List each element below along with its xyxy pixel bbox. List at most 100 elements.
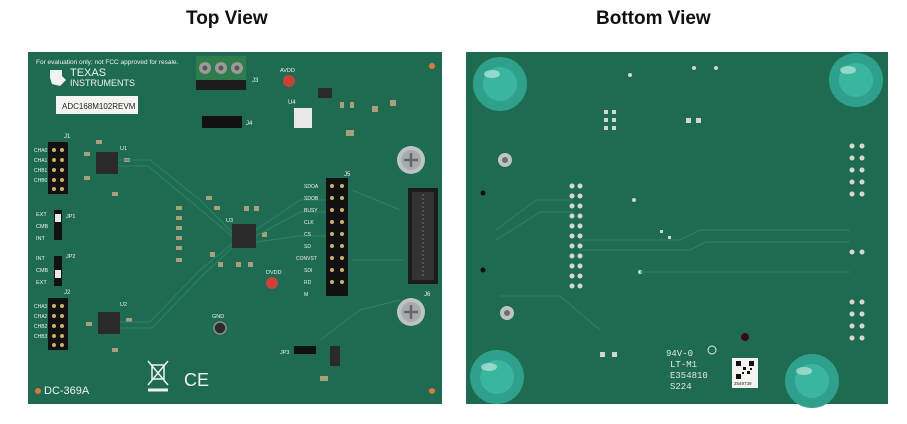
smd-part — [96, 140, 102, 144]
through-hole-pads — [569, 183, 583, 289]
fab-line-2: LT-M1 — [670, 360, 697, 370]
signal-label: SDOA — [304, 184, 319, 190]
label-sticker-text: ADC168M102REVM — [62, 102, 136, 111]
bottom-board: 94V-0 LT-M1 E354810 S224 2549739 — [466, 52, 888, 408]
avdd-label: AVDD — [280, 68, 295, 74]
chip-small — [318, 88, 332, 98]
smd-part — [390, 100, 396, 106]
mounting-hole-icon — [429, 63, 435, 69]
disclaimer-text: For evaluation only; not FCC approved fo… — [36, 59, 179, 66]
input-label: CHB3 — [34, 334, 48, 340]
u1-label: U1 — [120, 146, 127, 152]
input-label: CHA0 — [34, 148, 48, 154]
mounting-hole-icon — [35, 388, 41, 394]
jp3-label: JP3 — [280, 350, 289, 356]
j3-label: J3 — [252, 78, 259, 84]
gnd-label: GND — [212, 314, 224, 320]
signal-label: CS — [304, 232, 312, 238]
jp2-int-label: INT — [36, 256, 46, 262]
input-label: CHB1 — [34, 168, 48, 174]
via-icon — [741, 333, 749, 341]
smd-part — [320, 376, 328, 381]
gnd-testpoint-icon — [213, 321, 227, 335]
ti-logo-icon — [50, 70, 66, 86]
top-view-title: Top View — [186, 8, 268, 29]
standoff-icon — [473, 57, 527, 111]
fab-line-1: 94V-0 — [666, 349, 693, 359]
input-label: CHA3 — [34, 304, 48, 310]
chip-u3 — [232, 224, 256, 248]
jumper-jp1 — [54, 210, 62, 240]
j5-label: J5 — [344, 172, 351, 178]
hole-icon — [502, 157, 508, 163]
signal-label: CONVST — [296, 256, 317, 262]
header-j1 — [48, 142, 68, 194]
smd-part — [84, 176, 90, 180]
smd-part — [346, 130, 354, 136]
ce-mark: CE — [184, 370, 209, 390]
signal-label: SD — [304, 244, 311, 250]
via-icon — [480, 190, 486, 196]
screw-icon — [397, 146, 425, 174]
regulator-u4 — [294, 108, 312, 128]
bottom-board-pcb — [466, 52, 888, 404]
input-label: CHB0 — [34, 178, 48, 184]
input-label: CHB2 — [34, 324, 48, 330]
header-j2 — [48, 298, 68, 350]
smd-part — [86, 322, 92, 326]
jp1-cmb-label: CMB — [36, 224, 49, 230]
jp2-ext-label: EXT — [36, 280, 47, 286]
smd-part — [84, 152, 90, 156]
smd-part — [372, 106, 378, 112]
bottom-view-title: Bottom View — [596, 8, 711, 29]
jp1-ext-label: EXT — [36, 212, 47, 218]
connector-j6 — [408, 188, 438, 284]
copper-traces — [118, 159, 404, 341]
j4-label: J4 — [246, 121, 253, 127]
jumper-cap — [55, 270, 61, 278]
input-label: CHA1 — [34, 158, 48, 164]
hole-icon — [504, 310, 510, 316]
fab-line-3: E354810 — [670, 371, 708, 381]
jp1-label: JP1 — [66, 214, 75, 220]
terminal-block-j3 — [196, 56, 246, 90]
brand-line-2: INSTRUMENTS — [70, 78, 135, 88]
screw-icon — [397, 298, 425, 326]
standoff-icon — [829, 53, 883, 107]
smd-part — [340, 102, 344, 108]
avdd-testpoint-icon — [283, 75, 295, 87]
header-j4 — [202, 116, 242, 128]
u4-label: U4 — [288, 100, 296, 106]
u2-label: U2 — [120, 302, 127, 308]
j6-label: J6 — [424, 292, 431, 298]
jp2-label: JP2 — [66, 254, 75, 260]
center-passives — [176, 196, 267, 267]
top-board: For evaluation only; not FCC approved fo… — [28, 52, 442, 404]
smd-part — [350, 102, 354, 108]
smd-part — [112, 192, 118, 196]
signal-label: RD — [304, 280, 312, 286]
signal-label: BUSY — [304, 208, 318, 214]
signal-label: SDOB — [304, 196, 319, 202]
ul-mark-icon — [707, 345, 717, 355]
through-hole-pads — [849, 143, 865, 341]
standoff-icon — [785, 354, 839, 408]
brand-line-1: TEXAS — [70, 67, 106, 79]
jp1-int-label: INT — [36, 236, 46, 242]
signal-label: M — [304, 292, 308, 298]
input-label: CHA2 — [34, 314, 48, 320]
smd-part — [126, 318, 132, 322]
fab-line-4: S224 — [670, 382, 692, 392]
j2-label: J2 — [64, 290, 71, 296]
signal-label: CLK — [304, 220, 314, 226]
j1-label: J1 — [64, 134, 71, 140]
chip-u1 — [96, 152, 118, 174]
vias — [600, 66, 718, 357]
signal-label: SDI — [304, 268, 312, 274]
u3-label: U3 — [226, 218, 233, 224]
standoff-icon — [470, 350, 524, 404]
footer-code: DC-369A — [44, 385, 90, 397]
weee-icon — [147, 360, 169, 392]
qr-code-text: 2549739 — [734, 381, 752, 386]
